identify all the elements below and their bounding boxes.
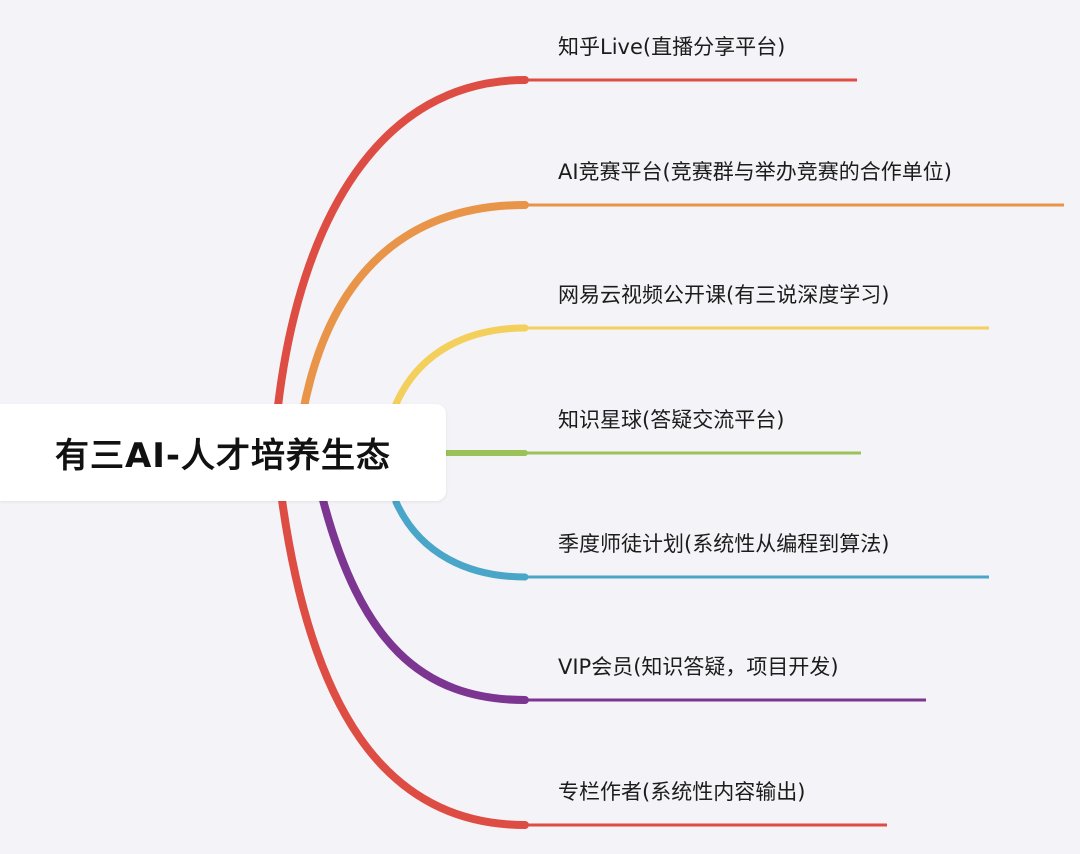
- branch-label-zhihu-live[interactable]: 知乎Live(直播分享平台): [558, 35, 786, 59]
- branch-label-knowledge-planet[interactable]: 知识星球(答疑交流平台): [558, 408, 785, 432]
- root-title: 有三AI-人才培养生态: [54, 436, 392, 476]
- branch-label-mentorship-plan[interactable]: 季度师徒计划(系统性从编程到算法): [558, 532, 890, 556]
- root-node[interactable]: 有三AI-人才培养生态: [0, 404, 446, 501]
- connector-curve-6: [319, 496, 529, 704]
- branch-label-ai-competition[interactable]: AI竞赛平台(竞赛群与举办竞赛的合作单位): [558, 160, 952, 184]
- connector-curve-7: [278, 496, 529, 829]
- connector-curve-2: [299, 201, 529, 416]
- connector-curve-1: [274, 76, 529, 410]
- branch-label-netease-course[interactable]: 网易云视频公开课(有三说深度学习): [558, 283, 890, 307]
- branch-label-column-author[interactable]: 专栏作者(系统性内容输出): [558, 780, 806, 804]
- branch-label-vip-member[interactable]: VIP会员(知识答疑，项目开发): [558, 655, 839, 679]
- connector-curve-3: [392, 324, 529, 408]
- connector-curve-5: [392, 498, 529, 581]
